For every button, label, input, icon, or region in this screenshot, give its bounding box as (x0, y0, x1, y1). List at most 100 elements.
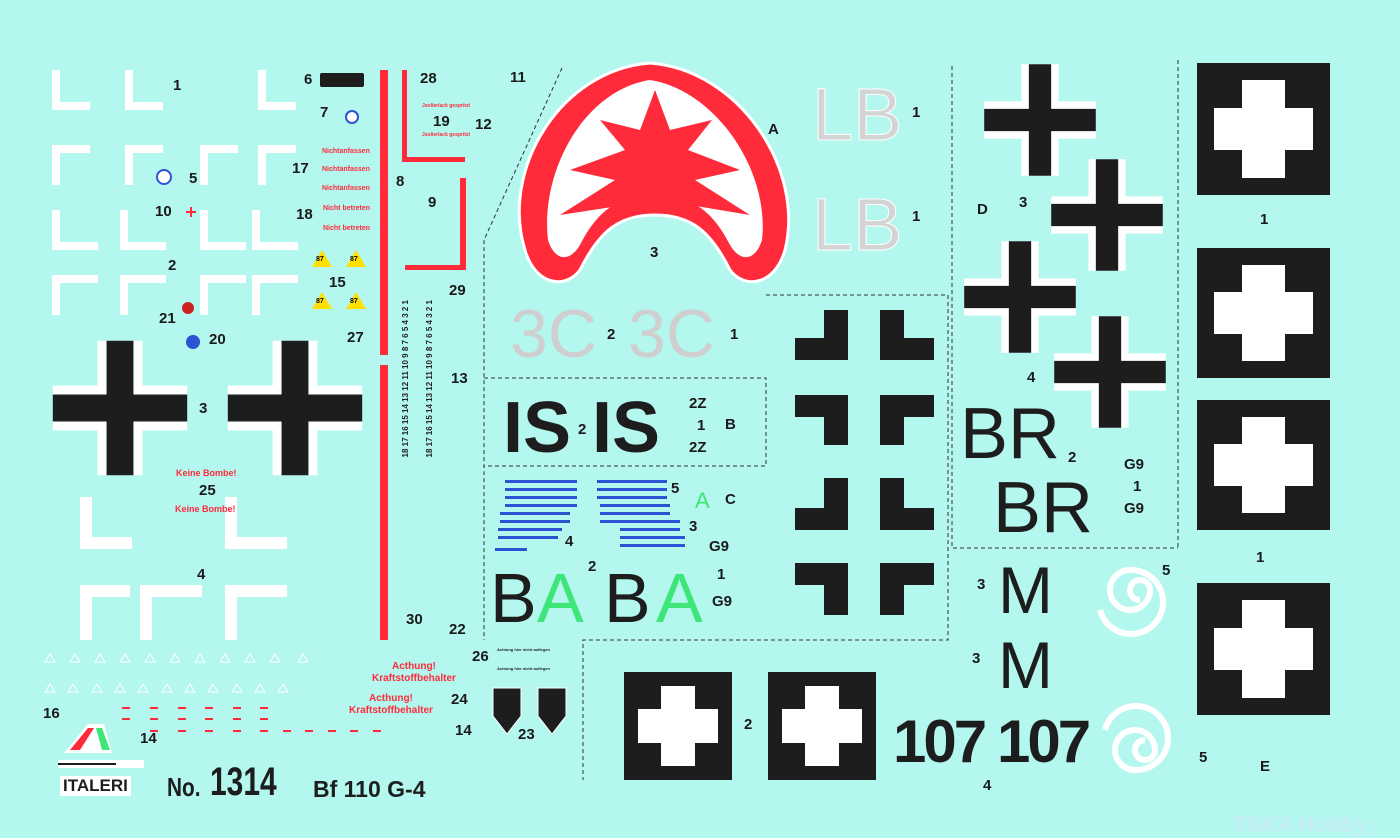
stencil-achtung-1: Acthung!Kraftstoffbehalter (372, 661, 456, 685)
decal-number: 21 (159, 310, 176, 327)
decal-number: 5 (1199, 749, 1208, 766)
cross-square-1d (1197, 583, 1330, 715)
fuel-87-label: 87 (350, 256, 358, 263)
cut-lines (483, 60, 1179, 780)
code-m-2: M (998, 628, 1053, 702)
stencil-jsolierlack: Jsolierlack gespritzt (422, 103, 471, 109)
decal-number: 12 (475, 116, 492, 133)
decal-number: 2Z (689, 395, 707, 412)
decal-number: 2 (168, 257, 177, 274)
decal-number: 1 (1133, 478, 1142, 495)
black-cross-outlines (795, 310, 934, 615)
cross-square-1a (1197, 63, 1330, 195)
kit-number: 1314 (210, 760, 277, 804)
spinner-spirals (1097, 566, 1171, 774)
code-a-2: A (656, 559, 703, 637)
decal-number: 22 (449, 621, 466, 638)
decal-number: 7 (320, 104, 329, 121)
stencil-jsolierlack: Jsolierlack gespritzt (422, 132, 471, 138)
decal-number: 27 (347, 329, 364, 346)
decal-number: E (1260, 758, 1271, 775)
insignia-small (156, 73, 364, 349)
decal-number: 2 (607, 326, 616, 343)
code-m-1: M (998, 553, 1053, 627)
stencil-nicht-betreten: Nicht betreten (323, 225, 371, 232)
decal-number: 1 (912, 104, 921, 121)
decal-number: C (725, 491, 736, 508)
decal-number: 14 (455, 722, 472, 739)
kill-number-column-b: 18 17 16 15 14 13 12 11 10 9 8 7 6 5 4 3… (425, 300, 434, 458)
decal-number: G9 (712, 593, 733, 610)
cross-square-2a (624, 672, 732, 780)
balkenkreuz-3a (52, 340, 188, 476)
code-107-2: 107 (997, 708, 1091, 775)
decal-number: 2Z (689, 439, 707, 456)
decal-number: 17 (292, 160, 309, 177)
code-br-2: BR (993, 468, 1094, 548)
decal-number: G9 (1124, 456, 1145, 473)
fuel-87-label: 87 (316, 298, 324, 305)
balkenkreuz-d3 (964, 241, 1076, 353)
decal-number: 5 (671, 480, 680, 497)
stencil-nichtanfassen: Nichtanfassen (322, 166, 370, 173)
decal-number: 2 (578, 421, 587, 438)
decal-number: 30 (406, 611, 423, 628)
decal-number: 24 (451, 691, 468, 708)
decal-number: 1 (717, 566, 726, 583)
decal-number: G9 (709, 538, 730, 555)
balkenkreuz-d2 (1051, 159, 1163, 271)
decal-number: 8 (396, 173, 405, 190)
fuel-87-triangle: 87 (312, 292, 332, 309)
kit-prefix: No. (167, 772, 201, 802)
watermark: TAKA Hobby (1234, 812, 1368, 837)
decal-number: 1 (1256, 549, 1265, 566)
decal-number: 11 (510, 69, 526, 86)
decal-number: D (977, 201, 988, 218)
italeri-logo (58, 724, 144, 768)
decal-number: 18 (296, 206, 313, 223)
white-cross-outlines (52, 70, 298, 640)
decal-number: 5 (1162, 562, 1171, 579)
decal-number: 3 (972, 650, 981, 667)
stencil-achtung-small: Achtung hier nicht auflegen (497, 666, 550, 671)
fuel-87-label: 87 (316, 256, 324, 263)
kraftstoff-text: Kraftstoffbehalter (372, 673, 456, 684)
code-a-1: A (537, 559, 584, 637)
decal-number: 28 (420, 70, 437, 87)
decal-number: 3 (199, 400, 208, 417)
decal-number: 4 (983, 777, 992, 794)
code-b-1: B (490, 559, 537, 637)
kill-number-column-a: 18 17 16 15 14 13 12 11 10 9 8 7 6 5 4 3… (401, 300, 410, 458)
code-br-1: BR (960, 394, 1061, 474)
fuel-87-label: 87 (350, 298, 358, 305)
decal-number: 14 (140, 730, 157, 747)
fuel-87-triangle: 87 (346, 292, 366, 309)
cross-square-1c (1197, 400, 1330, 530)
code-3c-2: 3C (628, 296, 715, 372)
model-name: Bf 110 G-4 (313, 776, 426, 802)
cross-square-2b (768, 672, 876, 780)
stencil-nichtanfassen: Nichtanfassen (322, 185, 370, 192)
decal-number: 2 (1068, 449, 1077, 466)
balkenkreuz-d1 (984, 64, 1096, 176)
decal-number: 25 (199, 482, 216, 499)
decal-number: 6 (304, 71, 313, 88)
fuel-87-triangle: 87 (346, 250, 366, 267)
balkenkreuz-3b (227, 340, 363, 476)
red-dash-stencils (122, 707, 381, 732)
red-stripes (380, 70, 466, 640)
decal-number: 4 (197, 566, 206, 583)
decal-number: A (768, 121, 779, 138)
decal-number: 29 (449, 282, 466, 299)
shark-mouth-decal (517, 61, 791, 284)
stencil-triangles (44, 653, 309, 693)
decal-number: B (725, 416, 736, 433)
stencil-nichtanfassen: Nichtanfassen (322, 148, 370, 155)
decal-number: 1 (912, 208, 921, 225)
decal-number: 4 (565, 533, 574, 550)
decal-number: 5 (189, 170, 198, 187)
decal-number: 13 (451, 370, 468, 387)
code-107-1: 107 (893, 708, 987, 775)
cross-square-1b (1197, 248, 1330, 378)
